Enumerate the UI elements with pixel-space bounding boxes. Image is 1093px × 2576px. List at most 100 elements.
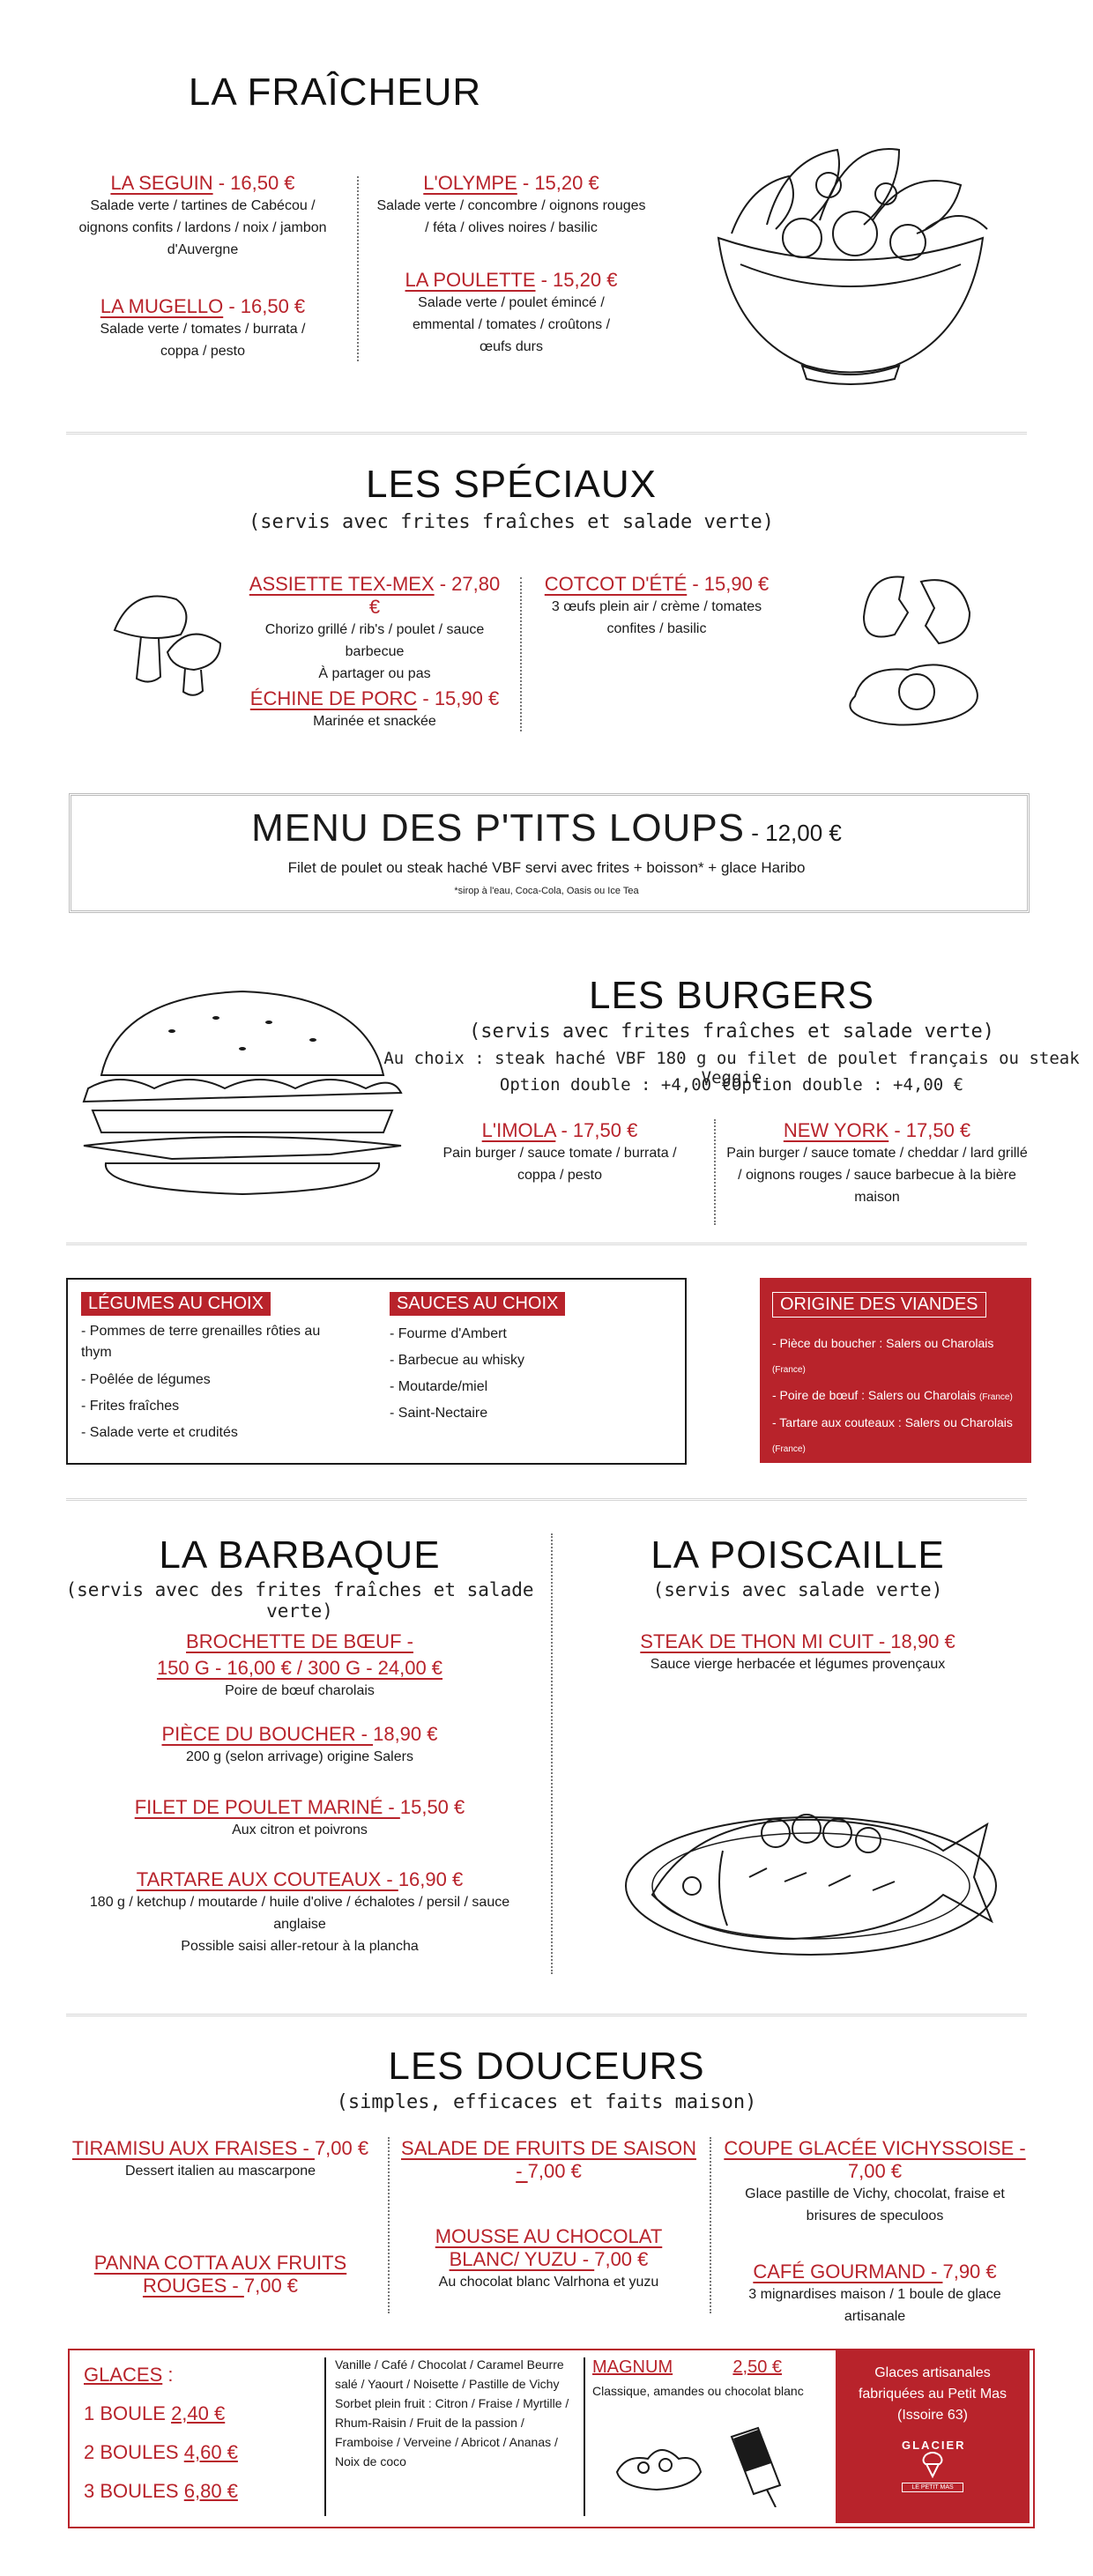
item-name: TARTARE AUX COUTEAUX - (136, 1868, 398, 1890)
menu-item-imola: L'IMOLA - 17,50 € Pain burger / sauce to… (414, 1119, 705, 1186)
list-item: - Pièce du boucher : Salers ou Charolais… (772, 1336, 994, 1375)
item-name: NEW YORK (783, 1119, 889, 1141)
menu-item-cotcot: COTCOT D'ÉTÉ - 15,90 € 3 œufs plein air … (529, 573, 784, 640)
mushroom-illustration (113, 595, 222, 696)
menu-item-tex-mex: ASSIETTE TEX-MEX - 27,80 € Chorizo grill… (242, 573, 507, 685)
menu-item-salade-fruits: SALADE DE FRUITS DE SAISON - 7,00 € (401, 2137, 696, 2183)
divider (388, 2137, 390, 2313)
item-name: L'OLYMPE (423, 172, 517, 194)
item-name: TIRAMISU AUX FRAISES - (71, 2137, 315, 2159)
ice-cream-box (68, 2349, 1035, 2528)
kids-menu-title-row: MENU DES P'TITS LOUPS - 12,00 € (0, 806, 1093, 850)
item-name: LA POULETTE (405, 269, 536, 291)
item-name: ASSIETTE TEX-MEX (249, 573, 435, 595)
item-description: Sauce vierge herbacée et légumes provenç… (650, 1657, 946, 1672)
item-name: PIÈCE DU BOUCHER - (161, 1723, 374, 1745)
divider (357, 176, 359, 361)
item-name: FILET DE POULET MARINÉ - (134, 1796, 400, 1818)
menu-item-cafe-gourmand: CAFÉ GOURMAND - 7,90 € 3 mignardises mai… (718, 2260, 1031, 2327)
item-description: Aux citron et poivrons (232, 1823, 368, 1837)
item-price: - 16,50 € (212, 172, 295, 194)
item-description: 3 mignardises maison / 1 boule de glace … (748, 2287, 1001, 2324)
item-description: 180 g / ketchup / moutarde / huile d'oli… (89, 1895, 510, 1932)
item-price: - 15,90 € (417, 687, 500, 709)
item-price: 7,00 € (847, 2160, 903, 2182)
magnum-description: Classique, amandes ou chocolat blanc (592, 2384, 804, 2398)
vegetables-column: LÉGUMES AU CHOIX - Pommes de terre grena… (81, 1292, 346, 1446)
magnum-title: MAGNUM (592, 2357, 673, 2377)
ice-cream-cone-icon (922, 2452, 943, 2479)
item-price: 16,90 € (398, 1868, 464, 1890)
meat-origin-title: ORIGINE DES VIANDES (772, 1292, 986, 1318)
egg-illustration (849, 575, 978, 726)
list-item: - Pommes de terre grenailles rôties au t… (81, 1324, 321, 1360)
vegetables-list: - Pommes de terre grenailles rôties au t… (81, 1321, 346, 1446)
kids-menu-title: MENU DES P'TITS LOUPS (251, 806, 746, 850)
item-name: LA SEGUIN (110, 172, 213, 194)
sauces-title: SAUCES AU CHOIX (390, 1292, 566, 1316)
section-title-speciaux: LES SPÉCIAUX (366, 463, 657, 506)
item-price: - 15,20 € (517, 172, 599, 194)
burger-choice: Au choix : steak haché VBF 180 g ou file… (383, 1049, 1080, 1088)
item-price: 18,90 € (373, 1723, 438, 1745)
item-description: Au chocolat blanc Valrhona et yuzu (438, 2275, 659, 2290)
item-description: 3 œufs plein air / crème / tomates confi… (551, 599, 762, 636)
section-title-douceurs: LES DOUCEURS (388, 2045, 705, 2088)
divider (714, 1119, 716, 1225)
logo-bottom-text: LE PETIT MAS (902, 2483, 963, 2492)
item-price: - 27,80 € (368, 573, 501, 618)
menu-item-poulette: LA POULETTE - 15,20 € Salade verte / pou… (375, 269, 648, 358)
section-divider (66, 2014, 1027, 2016)
item-price: - 15,90 € (687, 573, 770, 595)
list-item: - Filet de poulet : France (772, 1467, 906, 1481)
price-row: 3 BOULES 6,80 € (84, 2480, 238, 2502)
kids-menu-box (69, 793, 1030, 913)
item-price: 7,90 € (942, 2260, 997, 2283)
sauces-column: SAUCES AU CHOIX - Fourme d'Ambert - Barb… (390, 1292, 566, 1427)
item-name: ÉCHINE DE PORC (249, 687, 418, 709)
item-name: MOUSSE AU CHOCOLAT BLANC/ YUZU - (435, 2225, 663, 2270)
item-description: Salade verte / poulet émincé / emmental … (412, 295, 611, 354)
menu-item-echine: ÉCHINE DE PORC - 15,90 € Marinée et snac… (242, 687, 507, 732)
item-name: PANNA COTTA AUX FRUITS ROUGES - (93, 2252, 347, 2297)
section-subtitle: (servis avec frites fraîches et salade v… (468, 1021, 995, 1043)
item-name: SALADE DE FRUITS DE SAISON - (401, 2137, 696, 2182)
item-price: - 17,50 € (889, 1119, 971, 1141)
item-price: 15,50 € (399, 1796, 465, 1818)
menu-item-tartare: TARTARE AUX COUTEAUX - 16,90 € 180 g / k… (66, 1868, 533, 1957)
item-description: Salade verte / tomates / burrata / coppa… (100, 322, 306, 359)
price-row: 2 BOULES 4,60 € (84, 2441, 238, 2463)
divider (520, 577, 522, 731)
ice-cream-title: GLACES (84, 2364, 163, 2386)
list-item: - Salade verte et crudités (81, 1425, 238, 1440)
item-description: Salade verte / tartines de Cabécou / oig… (78, 198, 327, 257)
sides-box: LÉGUMES AU CHOIX - Pommes de terre grena… (66, 1278, 687, 1465)
item-name: STEAK DE THON MI CUIT - (640, 1630, 891, 1652)
item-description: Salade verte / concombre / oignons rouge… (376, 198, 646, 235)
list-item: - Barbecue au whisky (390, 1353, 524, 1368)
ice-cream-title-row: GLACES : (84, 2364, 174, 2386)
item-description: Marinée et snackée (313, 714, 436, 729)
section-title-burgers: LES BURGERS (589, 974, 874, 1017)
section-divider (66, 432, 1027, 434)
item-name: BROCHETTE DE BŒUF - (186, 1630, 413, 1652)
ice-cream-prices: GLACES : 1 BOULE 2,40 € 2 BOULES 4,60 € … (84, 2364, 238, 2503)
magnum-block: MAGNUM 2,50 € Classique, amandes ou choc… (592, 2357, 817, 2400)
section-title-barbaque: LA BARBAQUE (159, 1533, 441, 1577)
ice-cream-illustration (615, 2426, 782, 2507)
list-item: - Moutarde/miel (390, 1379, 488, 1394)
menu-item-olympe: L'OLYMPE - 15,20 € Salade verte / concom… (375, 172, 648, 239)
list-item: - Steak haché 180 g : Salers ou Charolai… (772, 1492, 1001, 1531)
menu-item-mousse: MOUSSE AU CHOCOLAT BLANC/ YUZU - 7,00 € … (401, 2225, 696, 2293)
menu-item-panna-cotta: PANNA COTTA AUX FRUITS ROUGES - 7,00 € (88, 2252, 353, 2298)
item-description: Glace pastille de Vichy, chocolat, frais… (745, 2186, 1005, 2223)
artisan-panel: Glaces artisanales fabriquées au Petit M… (836, 2350, 1030, 2523)
item-name: LA MUGELLO (100, 295, 224, 317)
price-row: 1 BOULE 2,40 € (84, 2402, 226, 2424)
item-name: COUPE GLACÉE VICHYSSOISE - (724, 2137, 1026, 2159)
item-name: L'IMOLA (481, 1119, 556, 1141)
item-price: 7,00 € (314, 2137, 369, 2159)
fish-plate-illustration (625, 1814, 997, 1956)
item-description: Poire de bœuf charolais (225, 1683, 375, 1698)
section-title-poiscaille: LA POISCAILLE (651, 1533, 945, 1577)
